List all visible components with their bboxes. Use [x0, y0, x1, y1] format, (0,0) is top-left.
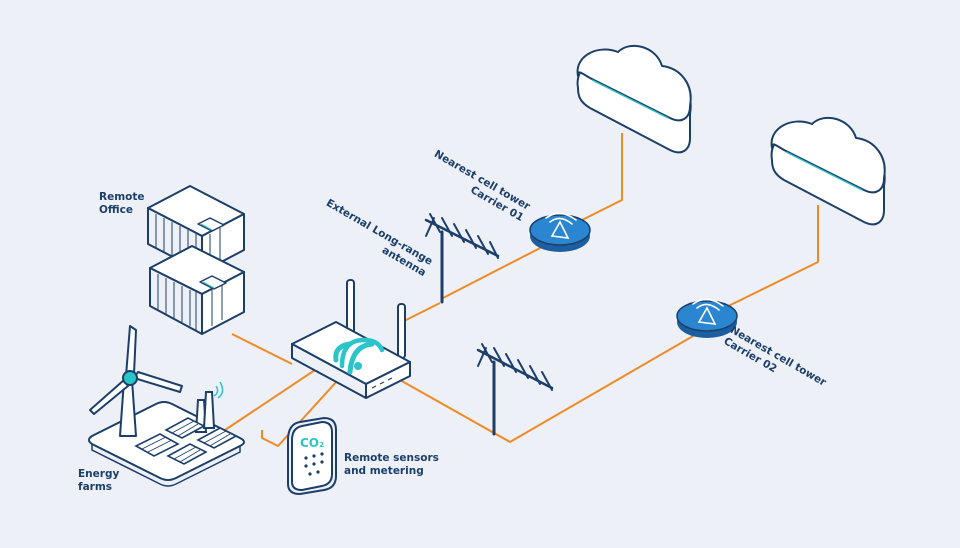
- label-remote-sensors: Remote sensors and metering: [344, 452, 439, 478]
- link-farm-router: [224, 367, 319, 431]
- energy-farm: [88, 325, 245, 487]
- link-tower2-cloud2: [703, 205, 819, 319]
- label-remote-office-line2: Office: [99, 204, 133, 216]
- label-remote-office: Remote Office: [99, 191, 145, 217]
- shipping-container-icon: [149, 245, 245, 335]
- cloud-icon: [576, 44, 692, 154]
- link-sensor-router: [261, 379, 339, 447]
- label-energy-farms-line1: Energy: [78, 468, 120, 480]
- chimney-icon: [194, 381, 224, 433]
- wind-turbine-icon: [89, 325, 183, 437]
- link-office-router: [231, 333, 293, 365]
- cell-tower-icon: [529, 212, 591, 252]
- link-antenna1-tower1: [442, 244, 547, 299]
- label-remote-office-line1: Remote: [99, 191, 145, 203]
- label-energy-farms-line2: farms: [78, 481, 113, 493]
- yagi-antenna-icon: [424, 213, 500, 304]
- link-router-antenna2: [399, 331, 701, 443]
- label-energy-farms: Energy farms: [78, 468, 119, 494]
- sensor-co2-readout: CO₂: [300, 436, 324, 450]
- label-remote-sensors-line1: Remote sensors: [344, 452, 439, 464]
- yagi-antenna-icon: [476, 343, 554, 436]
- solar-panel-icon: [134, 417, 238, 465]
- cloud-icon: [770, 116, 886, 226]
- link-tower1-cloud1: [565, 133, 623, 229]
- sensor-icon: CO₂: [287, 417, 337, 495]
- cell-tower-icon: [676, 298, 738, 338]
- wifi-icon: [333, 337, 385, 375]
- label-remote-sensors-line2: and metering: [344, 465, 424, 477]
- router-icon: [291, 279, 411, 399]
